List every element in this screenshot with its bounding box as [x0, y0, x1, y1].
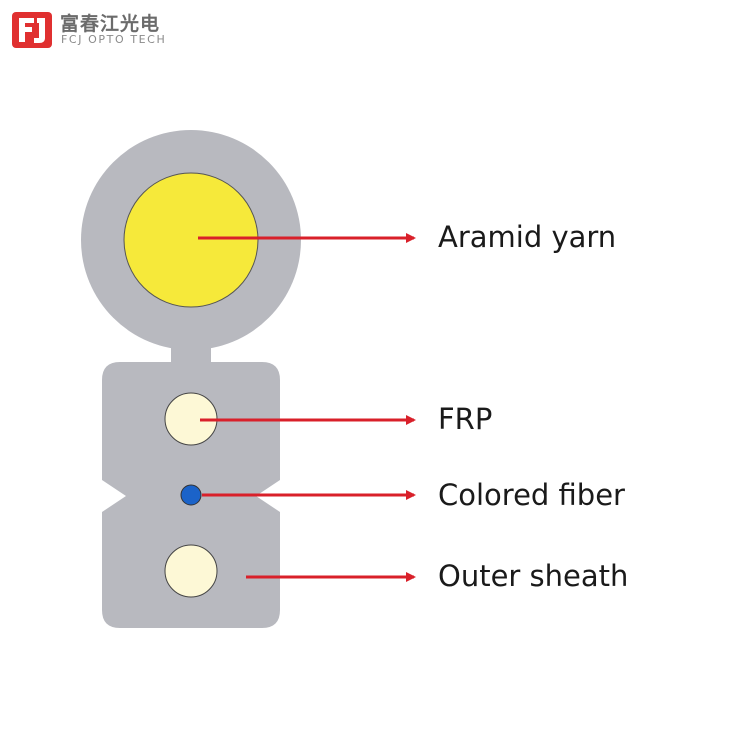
label-outer-sheath: Outer sheath [438, 559, 629, 593]
label-frp: FRP [438, 402, 493, 436]
colored-fiber-dot [180, 484, 202, 506]
aramid-yarn-core [123, 172, 259, 308]
label-colored-fiber: Colored fiber [438, 478, 625, 512]
fcj-logo-icon [12, 12, 52, 48]
logo-english-name: FCJ OPTO TECH [61, 33, 167, 46]
frp-member-lower [164, 544, 218, 598]
logo-chinese-name: 富春江光电 [60, 13, 161, 35]
label-aramid-yarn: Aramid yarn [438, 220, 617, 254]
